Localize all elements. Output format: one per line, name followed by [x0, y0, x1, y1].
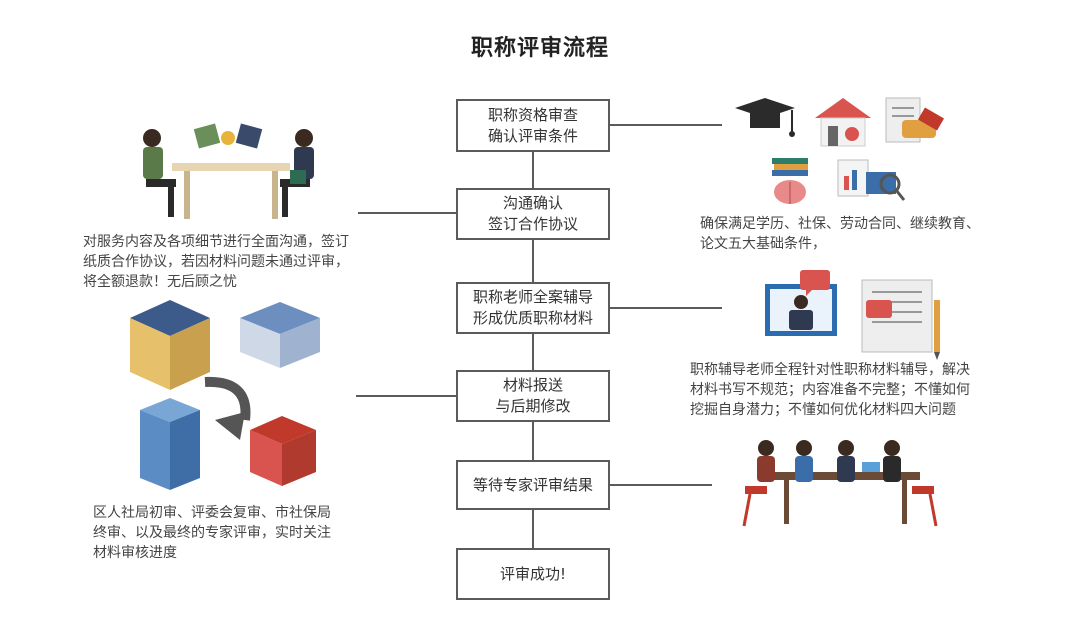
contract-handshake-icon: [885, 97, 945, 143]
step-line: 沟通确认: [502, 194, 563, 212]
step-success: 评审成功!: [456, 548, 610, 600]
step-full-coaching: 职称老师全案辅导 形成优质职称材料: [456, 282, 610, 334]
step-line: 职称老师全案辅导: [472, 288, 593, 306]
description-line: 将全额退款！无后顾之忧: [83, 274, 237, 290]
description-line: 纸质合作协议，若因材料问题未通过评审，: [83, 254, 349, 270]
step-submit-materials: 材料报送 与后期修改: [456, 370, 610, 422]
step-line: 等待专家评审结果: [472, 475, 593, 494]
team-meeting-illustration: [742, 440, 938, 527]
description-line: 确保满足学历、社保、劳动合同、继续教育、: [700, 216, 980, 232]
step-await-result: 等待专家评审结果: [456, 460, 610, 510]
description-line: 挖掘自身潜力；不懂如何优化材料四大问题: [690, 402, 956, 418]
document-pencil-illustration: [861, 279, 940, 360]
description-line: 终审、以及最终的专家评审，实时关注: [93, 525, 331, 541]
analytics-report-icon: [837, 159, 906, 201]
description-line: 材料书写不规范；内容准备不完整；不懂如何: [690, 382, 970, 398]
handshake-meeting-illustration: [143, 123, 314, 219]
step-line: 与后期修改: [495, 397, 571, 415]
description-line: 对服务内容及各项细节进行全面沟通，签订: [83, 234, 349, 250]
step-line: 形成优质职称材料: [472, 309, 593, 327]
step-line: 职称资格审查: [487, 105, 578, 124]
graduation-cap-icon: [735, 98, 795, 137]
description-coaching: 职称辅导老师全程针对性职称材料辅导，解决 材料书写不规范；内容准备不完整；不懂如…: [690, 360, 970, 420]
house-heart-icon: [815, 98, 871, 147]
step-qualification-review: 职称资格审查 确认评审条件: [456, 99, 610, 152]
description-basic-conditions: 确保满足学历、社保、劳动合同、继续教育、 论文五大基础条件，: [700, 214, 980, 254]
description-agreement: 对服务内容及各项细节进行全面沟通，签订 纸质合作协议，若因材料问题未通过评审， …: [83, 232, 349, 292]
step-line: 材料报送: [502, 376, 563, 394]
buildings-illustration: [130, 300, 320, 490]
step-sign-agreement: 沟通确认 签订合作协议: [456, 188, 610, 240]
step-line: 签订合作协议: [487, 215, 578, 233]
page-title: 职称评审流程: [470, 36, 609, 61]
online-tutor-illustration: [765, 270, 837, 336]
description-review-progress: 区人社局初审、评委会复审、市社保局 终审、以及最终的专家评审，实时关注 材料审核…: [93, 503, 331, 563]
description-line: 区人社局初审、评委会复审、市社保局: [93, 505, 331, 521]
step-line: 确认评审条件: [487, 126, 578, 145]
description-line: 职称辅导老师全程针对性职称材料辅导，解决: [690, 362, 970, 378]
description-line: 论文五大基础条件，: [700, 236, 826, 252]
step-line: 评审成功!: [499, 564, 566, 583]
books-brain-icon: [772, 158, 808, 204]
description-line: 材料审核进度: [93, 545, 177, 561]
